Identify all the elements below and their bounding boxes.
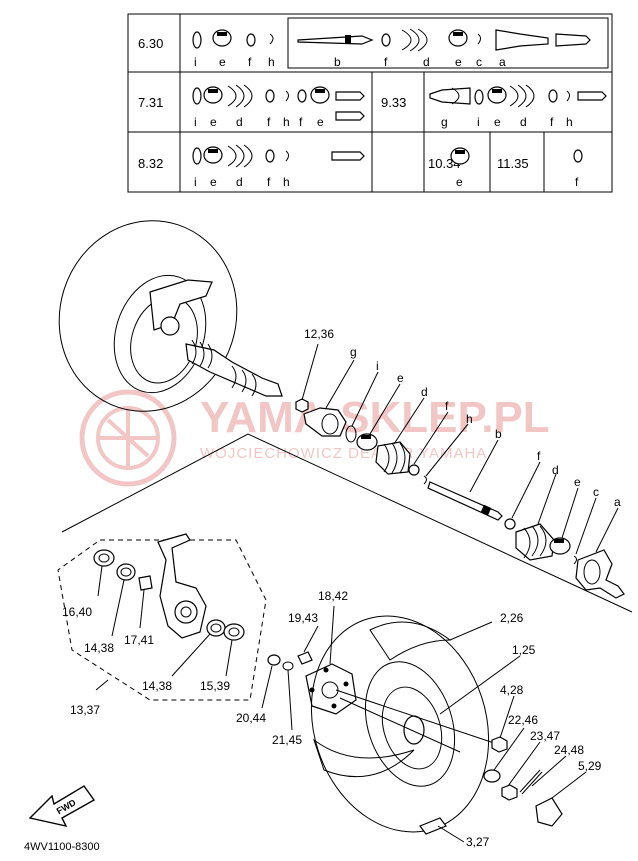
upper-wheel-assembly bbox=[58, 220, 283, 412]
table-model-11-35: 11.35 bbox=[497, 156, 529, 171]
row3b-letter-e: e bbox=[456, 175, 463, 189]
callout-f: f bbox=[445, 399, 449, 413]
table-model-9-33: 9.33 bbox=[381, 95, 406, 110]
row1-letter-e: e bbox=[219, 55, 226, 69]
callout-h: h bbox=[466, 412, 473, 426]
row2b-letter-d: d bbox=[520, 115, 527, 129]
row2-letter-e2: e bbox=[317, 115, 324, 129]
callout-17-41: 17,41 bbox=[124, 633, 154, 647]
row3-letter-f: f bbox=[267, 175, 271, 189]
row1-letter-c: c bbox=[476, 55, 482, 69]
row2b-letter-i: i bbox=[477, 115, 480, 129]
callout-4-28: 4,28 bbox=[500, 683, 524, 697]
callout-c: c bbox=[593, 485, 599, 499]
watermark: YAMA-SKLEP.PL WOJCIECHOWICZ DEALER YAMAH… bbox=[79, 389, 550, 487]
row2b-letter-g: g bbox=[441, 115, 448, 129]
row3-letter-d: d bbox=[236, 175, 243, 189]
row1-letter-b: b bbox=[334, 55, 341, 69]
callout-22-46: 22,46 bbox=[508, 713, 538, 727]
row2-letter-d: d bbox=[236, 115, 243, 129]
table-model-7-31: 7.31 bbox=[138, 95, 163, 110]
row1-part-icons bbox=[192, 28, 591, 52]
table-model-6-30: 6.30 bbox=[138, 36, 163, 51]
callout-14-38-b: 14,38 bbox=[142, 679, 172, 693]
row1-letter-d: d bbox=[423, 55, 430, 69]
callout-b: b bbox=[495, 427, 502, 441]
cv-shaft-parts bbox=[295, 398, 625, 599]
row2-letter-i: i bbox=[194, 115, 197, 129]
callout-24-48: 24,48 bbox=[554, 743, 584, 757]
row2-letter-f: f bbox=[267, 115, 271, 129]
model-table: 6.30 7.31 8.32 9.33 10.34 11.35 i e f h … bbox=[127, 13, 613, 193]
callout-e: e bbox=[397, 371, 404, 385]
callout-f-2: f bbox=[537, 449, 541, 463]
callout-3-27: 3,27 bbox=[466, 835, 490, 849]
callout-labels: 12,36 g i e d f h b f d e c a 16,40 14,3… bbox=[62, 327, 621, 849]
fwd-arrow-icon: FWD bbox=[28, 785, 96, 828]
row3-part-icons bbox=[192, 144, 583, 168]
callout-2-26: 2,26 bbox=[500, 611, 524, 625]
lower-wheel-assembly bbox=[297, 615, 563, 835]
callout-14-38-a: 14,38 bbox=[84, 641, 114, 655]
row3-letter-h: h bbox=[283, 175, 290, 189]
callout-e-2: e bbox=[574, 475, 581, 489]
callout-i: i bbox=[376, 359, 379, 373]
row2b-letter-e: e bbox=[494, 115, 501, 129]
callout-13-37: 13,37 bbox=[70, 703, 100, 717]
callout-12-36: 12,36 bbox=[304, 327, 334, 341]
callout-19-43: 19,43 bbox=[288, 611, 318, 625]
callout-23-47: 23,47 bbox=[530, 729, 560, 743]
callout-d: d bbox=[421, 385, 428, 399]
callout-18-42: 18,42 bbox=[318, 589, 348, 603]
row1-letter-h: h bbox=[268, 55, 275, 69]
row1-letter-f2: f bbox=[384, 55, 388, 69]
row2-letter-f2: f bbox=[299, 115, 303, 129]
knuckle-dashed-box bbox=[57, 533, 267, 701]
callout-1-25: 1,25 bbox=[512, 643, 536, 657]
watermark-subtitle: WOJCIECHOWICZ DEALER YAMAHA bbox=[200, 445, 487, 462]
leader-lines bbox=[95, 343, 619, 843]
row1-letter-f: f bbox=[248, 55, 252, 69]
row2-letter-h: h bbox=[283, 115, 290, 129]
row3-letter-i: i bbox=[194, 175, 197, 189]
callout-g: g bbox=[350, 345, 357, 359]
callout-a: a bbox=[614, 495, 621, 509]
row2-letter-e: e bbox=[210, 115, 217, 129]
row1-letter-i: i bbox=[194, 55, 197, 69]
callout-20-44: 20,44 bbox=[236, 711, 266, 725]
drawing-code: 4WV1100-8300 bbox=[24, 841, 100, 853]
callout-5-29: 5,29 bbox=[578, 759, 602, 773]
row2b-letter-f: f bbox=[550, 115, 554, 129]
row3c-letter-f: f bbox=[575, 175, 579, 189]
row2-part-icons bbox=[192, 84, 607, 121]
row3-letter-e: e bbox=[210, 175, 217, 189]
callout-16-40: 16,40 bbox=[62, 605, 92, 619]
table-model-8-32: 8.32 bbox=[138, 156, 163, 171]
callout-21-45: 21,45 bbox=[272, 733, 302, 747]
callout-15-39: 15,39 bbox=[200, 679, 230, 693]
watermark-brand: YAMA-SKLEP.PL bbox=[200, 393, 550, 442]
callout-d-2: d bbox=[552, 463, 559, 477]
row1-letter-a: a bbox=[499, 55, 506, 69]
row2b-letter-h: h bbox=[566, 115, 573, 129]
row1-letter-e2: e bbox=[455, 55, 462, 69]
